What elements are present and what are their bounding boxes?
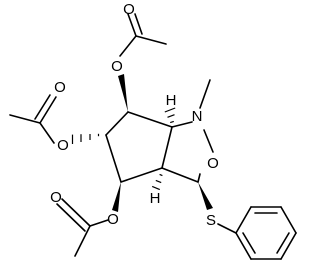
isoxazolidine-ring <box>161 121 214 183</box>
bond <box>161 126 173 169</box>
bond <box>280 206 297 234</box>
bond <box>242 232 256 254</box>
bond <box>127 111 173 128</box>
bond <box>127 13 137 37</box>
acetoxy-group-top <box>119 13 167 57</box>
bond <box>105 134 122 183</box>
bond <box>74 225 91 257</box>
bond <box>197 173 201 183</box>
bond <box>61 198 91 227</box>
bond <box>34 94 51 120</box>
atom-label-h-lower: H <box>150 190 161 207</box>
phenyl-ring <box>235 206 297 260</box>
atom-label-o-ester-bottom: O <box>107 211 119 228</box>
wedge-bond <box>112 182 121 212</box>
bond <box>203 129 214 153</box>
bond <box>9 114 41 124</box>
atom-label-o-ester-top: O <box>111 58 123 75</box>
bond <box>276 232 290 254</box>
bond <box>119 35 137 57</box>
cyclopentane-ring <box>105 111 173 183</box>
hashed-bond <box>164 107 176 124</box>
bond <box>120 167 163 183</box>
atom-label-o-carbonyl-left: O <box>54 79 66 96</box>
n-methyl-bond <box>199 79 211 109</box>
bond <box>56 203 86 232</box>
bond <box>235 206 252 234</box>
atom-label-o-carbonyl-top: O <box>123 1 135 18</box>
acetoxy-group-bottom <box>56 198 109 257</box>
wedge-bond <box>198 182 213 210</box>
bond <box>105 111 129 136</box>
bond <box>134 13 143 35</box>
wedge-bond <box>118 74 128 112</box>
atom-label-o-ester-left: O <box>57 137 69 154</box>
atom-label-o-ring: O <box>207 155 219 172</box>
atom-label-o-carbonyl-bottom: O <box>50 189 62 206</box>
atom-label-n: N <box>192 108 203 125</box>
bond <box>235 232 252 260</box>
bond <box>89 219 109 227</box>
bond <box>161 167 199 183</box>
atom-label-h-upper: H <box>166 92 177 109</box>
hashed-bond <box>71 133 100 144</box>
acetoxy-group-left <box>9 94 57 144</box>
bond <box>280 232 297 260</box>
bond <box>39 96 57 124</box>
bond <box>171 121 193 128</box>
hashed-bond <box>151 173 163 191</box>
bond <box>39 122 55 144</box>
atom-label-s: S <box>206 212 216 229</box>
bond <box>217 223 237 234</box>
bond <box>135 35 167 45</box>
